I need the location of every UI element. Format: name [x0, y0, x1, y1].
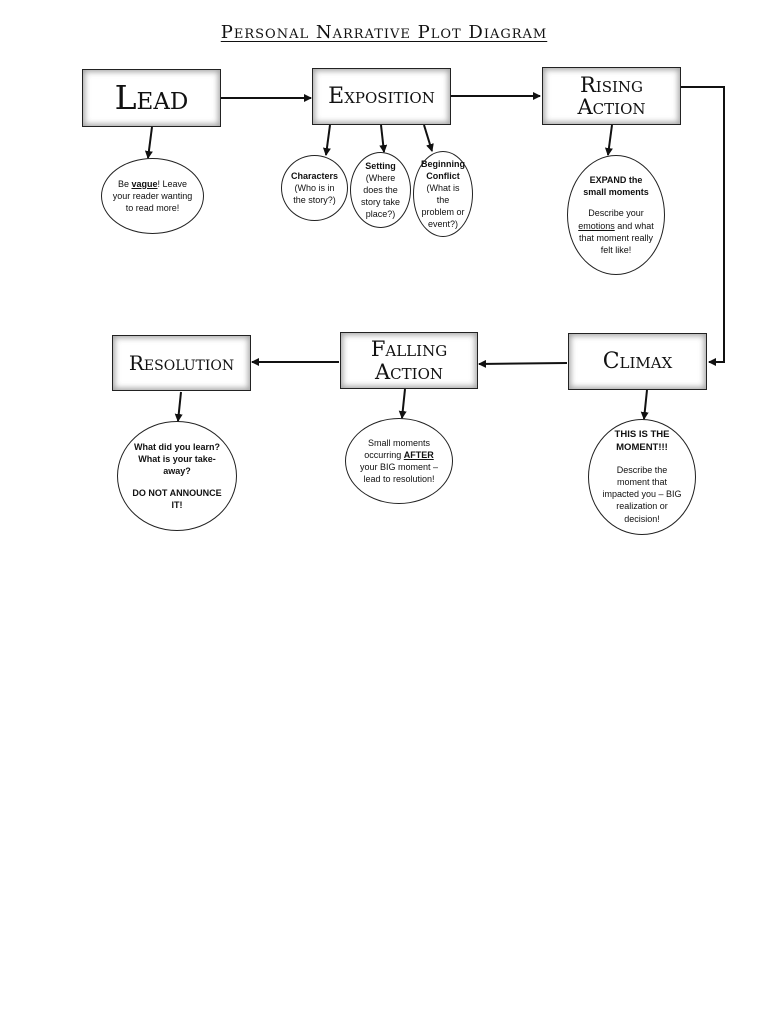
- falling-action-box: Falling Action: [340, 332, 478, 389]
- characters-heading: Characters: [290, 170, 339, 181]
- lead-note-oval: Be vague! Leave your reader wanting to r…: [101, 158, 204, 234]
- climax-label: Climax: [602, 348, 673, 374]
- rising-action-label-line1: Rising: [579, 72, 644, 97]
- climax-note-oval: THIS IS THE MOMENT!!! Describe the momen…: [588, 419, 696, 535]
- falling-action-label-line2: Action: [375, 359, 443, 384]
- rising-note-heading: EXPAND the small moments: [583, 175, 649, 198]
- lead-box: Lead: [82, 69, 221, 127]
- arrow-exposition-to-characters: [322, 124, 331, 156]
- falling-note-text: Small moments occurring AFTER your BIG m…: [359, 437, 439, 485]
- lead-note-text: Be vague! Leave your reader wanting to r…: [112, 178, 193, 214]
- setting-oval: Setting (Where does the story take place…: [350, 152, 411, 228]
- conflict-heading: Beginning Conflict: [421, 158, 465, 181]
- rising-note-text: Describe your emotions and what that mom…: [578, 208, 654, 255]
- conflict-text: (What is the problem or event?): [421, 182, 465, 230]
- arrow-lead-to-note: [144, 126, 153, 159]
- arrow-falling-to-note: [398, 388, 407, 419]
- setting-text: (Where does the story take place?): [360, 172, 400, 220]
- resolution-note-question: What did you learn? What is your take-aw…: [133, 442, 220, 477]
- arrow-climax-to-falling: [478, 359, 568, 368]
- arrow-rising-to-climax: [681, 86, 725, 366]
- resolution-box: Resolution: [112, 335, 251, 391]
- resolution-note-oval: What did you learn? What is your take-aw…: [117, 421, 237, 531]
- conflict-oval: Beginning Conflict (What is the problem …: [413, 151, 473, 237]
- diagram-title: Personal Narrative Plot Diagram: [220, 22, 548, 43]
- arrow-resolution-to-note: [174, 391, 183, 422]
- resolution-note-warning: DO NOT ANNOUNCE IT!: [132, 487, 222, 510]
- rising-action-label-line2: Action: [577, 95, 646, 119]
- climax-note-text: Describe the moment that impacted you – …: [602, 464, 682, 524]
- setting-heading: Setting: [365, 160, 396, 171]
- exposition-box: Exposition: [312, 68, 451, 125]
- exposition-label: Exposition: [328, 83, 435, 109]
- lead-label: Lead: [114, 77, 189, 117]
- resolution-label: Resolution: [128, 350, 235, 375]
- arrow-rising-to-note: [604, 124, 613, 156]
- rising-action-box: Rising Action: [542, 67, 681, 125]
- arrow-climax-to-note: [640, 389, 649, 420]
- falling-note-oval: Small moments occurring AFTER your BIG m…: [345, 418, 453, 504]
- rising-note-oval: EXPAND the small moments Describe your e…: [567, 155, 665, 275]
- characters-text: (Who is in the story?): [293, 182, 336, 206]
- climax-note-heading: THIS IS THE MOMENT!!!: [614, 429, 670, 454]
- characters-oval: Characters (Who is in the story?): [281, 155, 348, 221]
- arrow-exposition-to-setting: [379, 124, 388, 153]
- falling-action-label-line1: Falling: [370, 337, 448, 362]
- climax-box: Climax: [568, 333, 707, 390]
- arrow-exposition-to-conflict: [423, 124, 434, 152]
